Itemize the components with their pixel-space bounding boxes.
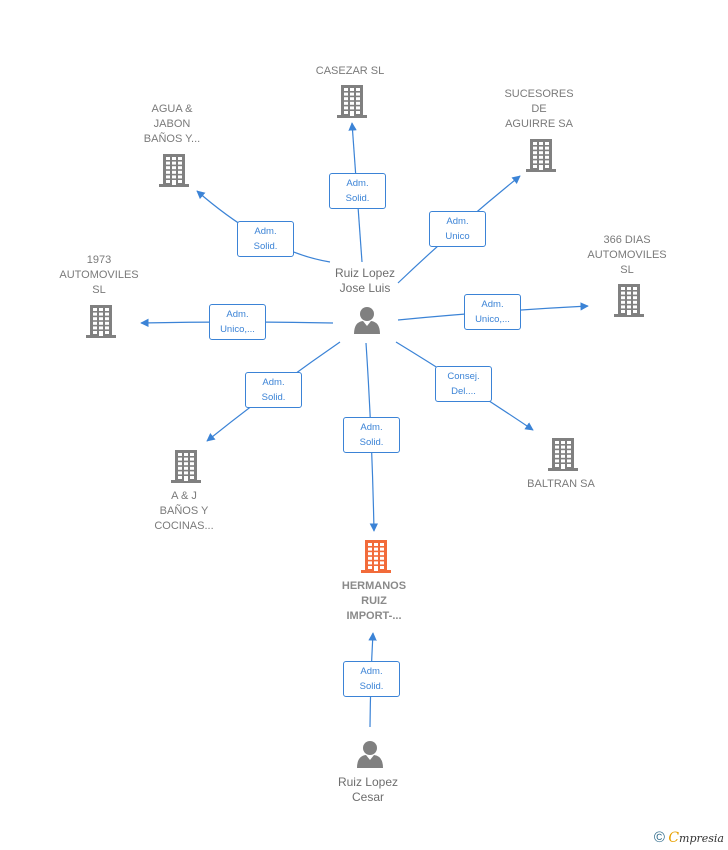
company-building-icon[interactable]	[547, 437, 579, 476]
relation-label[interactable]: Consej. Del....	[435, 366, 492, 402]
company-building-icon[interactable]	[613, 283, 645, 322]
main-company-building-icon[interactable]	[360, 539, 392, 578]
company-building-icon[interactable]	[525, 138, 557, 177]
company-name[interactable]: SUCESORES DE AGUIRRE SA	[504, 88, 574, 130]
company-building-icon[interactable]	[336, 84, 368, 123]
company-building-icon[interactable]	[158, 153, 190, 192]
relation-label[interactable]: Adm. Unico	[429, 211, 486, 247]
relation-label[interactable]: Adm. Solid.	[343, 417, 400, 453]
relation-label[interactable]: Adm. Unico,...	[209, 304, 266, 340]
footer-brand[interactable]: © Cmpresia	[654, 829, 724, 846]
person-name[interactable]: Ruiz Lopez Jose Luis	[334, 266, 396, 295]
company-name[interactable]: 1973 AUTOMOVILES SL	[59, 254, 139, 296]
person-icon[interactable]	[352, 305, 382, 340]
copyright-icon: ©	[653, 829, 665, 846]
company-name[interactable]: 366 DIAS AUTOMOVILES SL	[587, 234, 667, 276]
person-icon[interactable]	[355, 739, 385, 774]
relation-label[interactable]: Adm. Solid.	[329, 173, 386, 209]
relation-label[interactable]: Adm. Solid.	[343, 661, 400, 697]
brand-logo: Cmpresia	[668, 830, 724, 846]
relation-label[interactable]: Adm. Solid.	[245, 372, 302, 408]
company-name[interactable]: A & J BAÑOS Y COCINAS...	[154, 490, 214, 532]
company-building-icon[interactable]	[170, 449, 202, 488]
company-name[interactable]: BALTRAN SA	[527, 478, 595, 490]
person-name[interactable]: Ruiz Lopez Cesar	[337, 775, 399, 804]
company-name[interactable]: CASEZAR SL	[315, 65, 385, 77]
company-name[interactable]: HERMANOS RUIZ IMPORT-...	[341, 580, 407, 622]
company-name[interactable]: AGUA & JABON BAÑOS Y...	[143, 103, 201, 145]
relation-label[interactable]: Adm. Unico,...	[464, 294, 521, 330]
company-building-icon[interactable]	[85, 304, 117, 343]
relation-label[interactable]: Adm. Solid.	[237, 221, 294, 257]
